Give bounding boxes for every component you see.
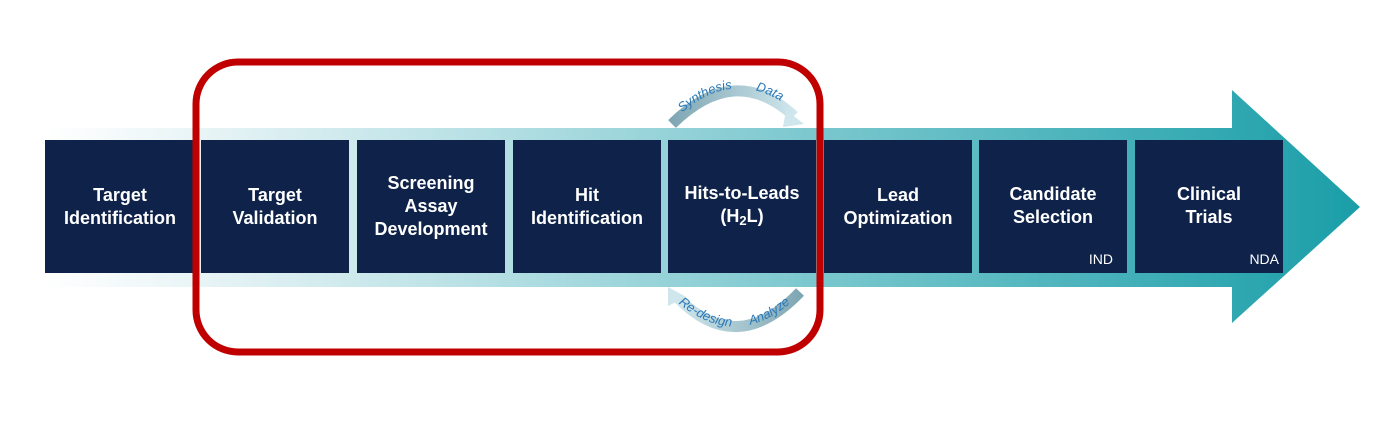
stage-label: Lead Optimization: [843, 184, 953, 228]
stage-target-identification: Target Identification: [45, 140, 195, 273]
stage-tag-ind: IND: [1088, 251, 1113, 267]
stage-label: Clinical Trials: [1176, 184, 1242, 227]
stage-screening-assay-development: Screening Assay Development: [357, 140, 505, 273]
stage-label: Hits-to-Leads (H2L): [684, 182, 800, 228]
stage-hits-to-leads: Hits-to-Leads (H2L): [668, 140, 816, 273]
stage-label: Target Identification: [64, 184, 176, 228]
stage-label: Screening Assay Development: [374, 173, 488, 239]
stage-lead-optimization: Lead Optimization: [824, 140, 972, 273]
stage-tag-nda: NDA: [1249, 251, 1279, 267]
stage-candidate-selection: Candidate Selection IND: [979, 140, 1127, 273]
stage-target-validation: Target Validation: [201, 140, 349, 273]
stage-label: Candidate Selection: [1009, 184, 1097, 227]
stage-label: Hit Identification: [531, 184, 643, 228]
stage-label: Target Validation: [232, 184, 318, 228]
stage-clinical-trials: Clinical Trials NDA: [1135, 140, 1283, 273]
stage-hit-identification: Hit Identification: [513, 140, 661, 273]
